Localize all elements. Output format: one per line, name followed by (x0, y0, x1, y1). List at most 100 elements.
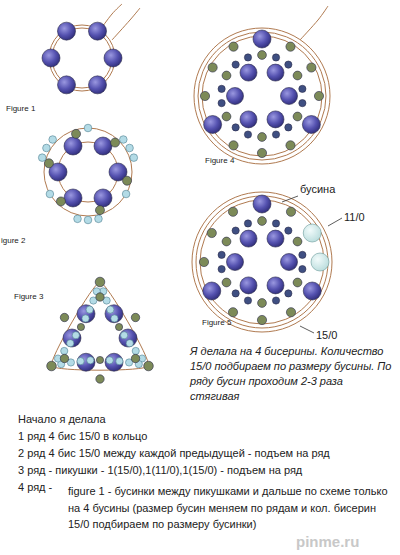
bead (229, 141, 238, 150)
bead (257, 315, 266, 324)
bead (87, 357, 94, 364)
bead (285, 124, 292, 131)
bead (105, 353, 123, 371)
bead (232, 124, 239, 131)
bead (307, 63, 316, 72)
bead (207, 228, 216, 237)
figure-label: Figure 4 (205, 156, 234, 167)
bead (77, 358, 84, 365)
bead (244, 131, 251, 138)
bead (119, 329, 137, 347)
bead (223, 238, 230, 245)
bead (293, 237, 302, 246)
bead (258, 299, 265, 306)
bead (223, 113, 230, 120)
bead (122, 190, 130, 198)
note-text: 3 ряд - пикушки - 1(15/0),1(11/0),1(15/0… (18, 463, 302, 478)
bead (132, 347, 139, 354)
bead (130, 154, 138, 162)
bead (47, 361, 57, 371)
bead (227, 254, 244, 271)
bead (240, 64, 257, 81)
figure-label: igure 2 (1, 236, 25, 247)
bead (286, 42, 295, 51)
bead (77, 353, 95, 371)
bead (311, 253, 329, 271)
bead (267, 64, 284, 81)
bead (199, 257, 208, 266)
bead (106, 357, 113, 364)
thread (202, 36, 322, 156)
bead (285, 290, 292, 297)
bead (95, 277, 105, 287)
bead (84, 124, 92, 132)
bead (89, 76, 107, 94)
bead (253, 30, 271, 48)
bead (267, 230, 284, 247)
bead (258, 133, 267, 142)
bead (240, 230, 257, 247)
figure-label: Figure 3 (14, 292, 43, 303)
bead (94, 137, 112, 155)
bead (303, 224, 321, 242)
bead (267, 277, 284, 294)
thread (198, 32, 326, 160)
bead (61, 347, 68, 354)
bead (267, 111, 284, 128)
bead (286, 308, 295, 317)
thread (192, 192, 332, 332)
bead (77, 305, 95, 323)
note-text: Я делала на 4 бисерины. Количество 15/0 … (190, 344, 395, 403)
bead (64, 137, 82, 155)
bead (232, 290, 239, 297)
bead (281, 88, 298, 105)
bead (126, 144, 134, 152)
bead (299, 266, 306, 273)
bead (218, 85, 225, 92)
bead (208, 63, 217, 72)
bead (294, 238, 301, 245)
bead (89, 22, 107, 40)
thread (200, 200, 324, 324)
bead (244, 297, 251, 304)
bead (258, 217, 265, 224)
bead (218, 251, 225, 258)
note-text: Начало я делала (18, 412, 106, 427)
bead (121, 332, 128, 339)
bead (229, 42, 238, 51)
bead (285, 227, 292, 234)
bead (232, 227, 239, 234)
bead (222, 278, 231, 287)
bead (63, 329, 81, 347)
bead (38, 154, 46, 162)
bead (244, 220, 251, 227)
bead (222, 112, 231, 121)
bead (144, 361, 154, 371)
bead (42, 49, 60, 67)
bead (228, 308, 237, 317)
bead (64, 189, 82, 207)
bead (74, 215, 82, 223)
bead (228, 207, 237, 216)
bead (223, 279, 230, 286)
bead (294, 113, 301, 120)
bead (44, 159, 53, 168)
bead (105, 305, 123, 323)
watermark: pinme.ru (296, 532, 359, 552)
bead (77, 323, 84, 330)
bead (72, 332, 79, 339)
bead (43, 144, 51, 152)
bead (258, 217, 267, 226)
bead (46, 190, 54, 198)
bead (58, 76, 76, 94)
bead (111, 315, 118, 322)
bead (258, 133, 265, 140)
bead (272, 297, 279, 304)
bead (116, 358, 123, 365)
bead (60, 354, 68, 362)
bead (96, 293, 104, 301)
bead (84, 216, 92, 224)
bead (115, 323, 122, 330)
thread (112, 8, 140, 40)
bead (286, 207, 295, 216)
